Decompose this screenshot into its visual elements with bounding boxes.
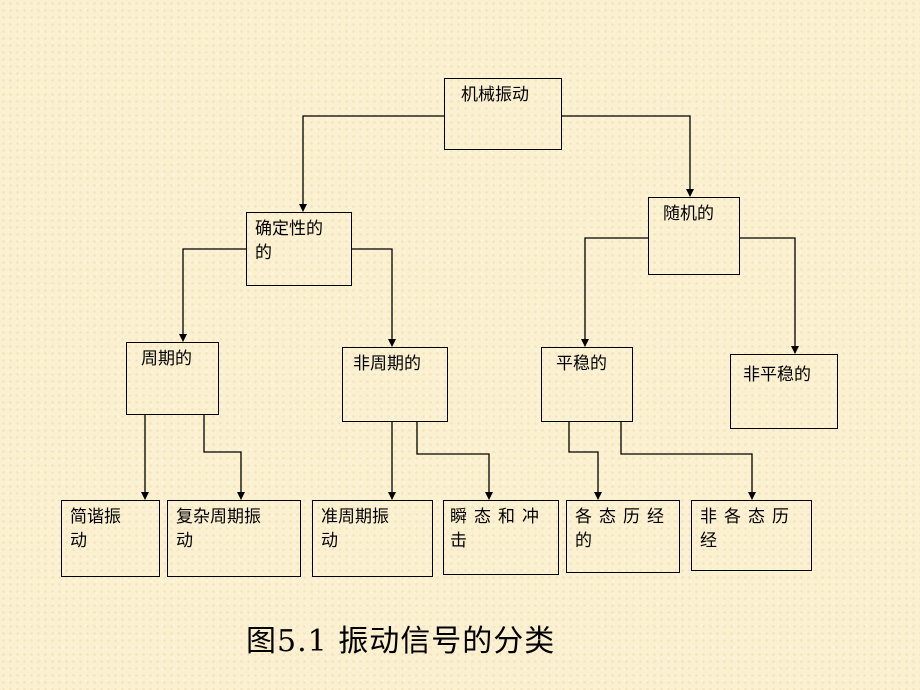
edge-periodic-complex	[203, 415, 245, 500]
edge-deterministic-nonperiodic	[352, 248, 396, 347]
node-simple-harmonic: 简谐振 动	[61, 500, 160, 577]
node-random: 随机的	[648, 197, 740, 275]
node-mechanical-vibration: 机械振动	[444, 78, 562, 150]
edge-stationary-nonergodic	[620, 422, 756, 500]
figure-caption: 图5.1 振动信号的分类	[246, 624, 556, 659]
edge-random-nonstationary	[740, 237, 799, 354]
node-nonstationary: 非平稳的	[730, 354, 838, 429]
edge-root-random	[562, 115, 694, 197]
node-deterministic: 确定性的 的	[246, 212, 352, 286]
edge-root-deterministic	[299, 115, 444, 212]
edge-stationary-ergodic	[568, 422, 602, 500]
node-complex-periodic: 复杂周期振 动	[167, 500, 301, 577]
edge-nonperiodic-transient	[416, 422, 493, 500]
node-transient-impact: 瞬态和冲 击	[443, 500, 559, 575]
node-nonperiodic: 非周期的	[342, 347, 448, 422]
node-quasi-periodic: 准周期振 动	[312, 500, 433, 577]
node-periodic: 周期的	[126, 342, 219, 415]
node-non-ergodic: 非各态历 经	[691, 500, 812, 571]
node-ergodic: 各态历经 的	[566, 500, 680, 573]
edge-deterministic-periodic	[179, 248, 246, 342]
node-stationary: 平稳的	[541, 347, 633, 422]
edge-random-stationary	[581, 237, 648, 347]
